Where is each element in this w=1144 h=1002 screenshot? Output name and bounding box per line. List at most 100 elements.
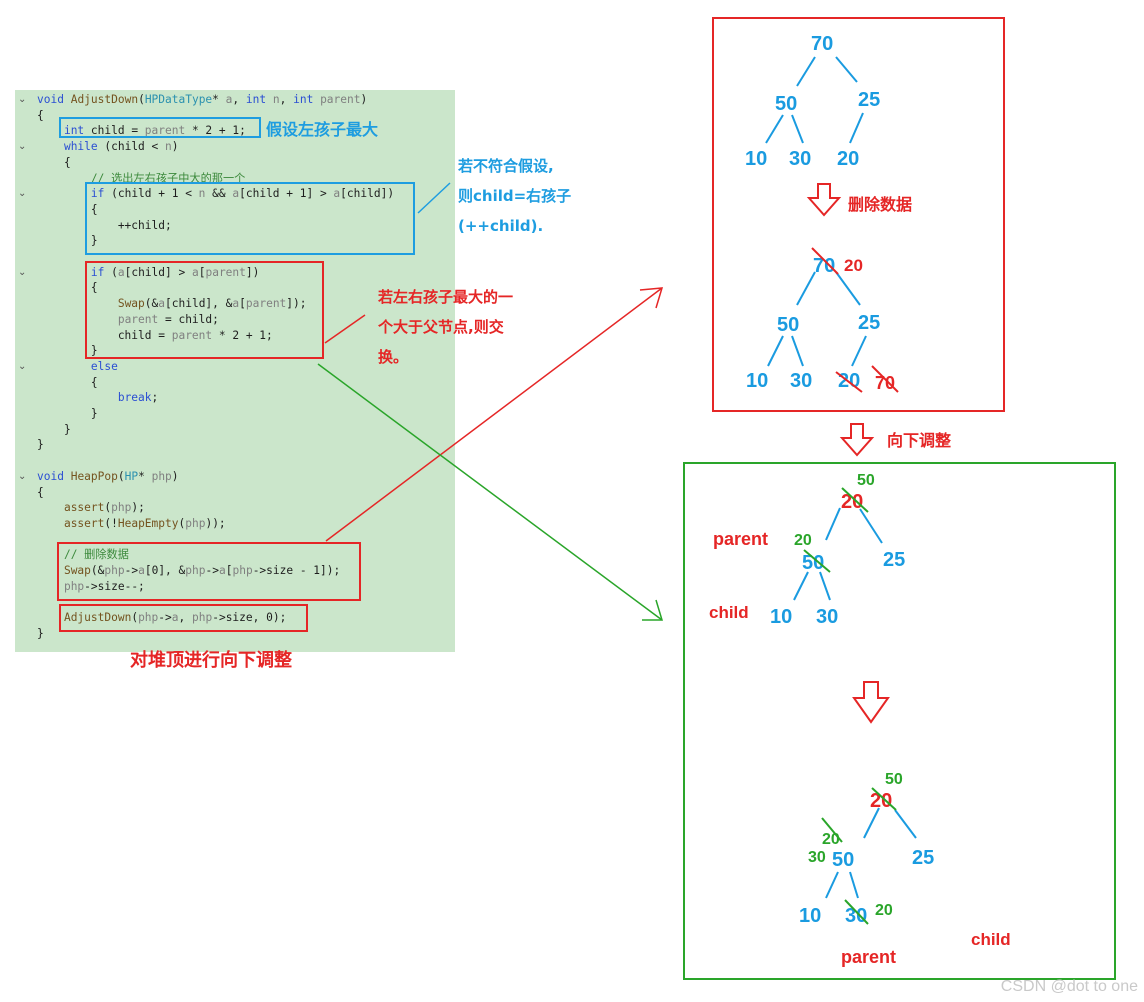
note-swap: 若左右孩子最大的一 个大于父节点,则交 换。: [378, 288, 514, 366]
highlight-right-child-check: [85, 182, 415, 255]
tree3-left-right: 30: [816, 606, 838, 628]
code-line: AdjustDown(php->a, php->size, 0);: [15, 610, 455, 626]
code-line: }: [15, 422, 455, 438]
tree3-child-label: child: [709, 603, 749, 622]
code-line: {: [15, 375, 455, 391]
tree1-root: 70: [811, 33, 833, 55]
tree2-root: 70: [813, 255, 835, 277]
code-text: php->size--;: [63, 579, 145, 593]
code-line: // 选出左右孩子中大的那一个: [15, 171, 455, 187]
code-text: }: [37, 422, 71, 436]
code-text: if (a[child] > a[parent]): [90, 265, 260, 279]
code-line: ⌄void AdjustDown(HPDataType* a, int n, i…: [15, 92, 455, 108]
code-text: AdjustDown(php->a, php->size, 0);: [63, 611, 287, 625]
tree4-left-new1: 20: [822, 831, 840, 848]
tree4-left: 50: [832, 849, 854, 871]
arrow-to-tree2-head: [639, 287, 664, 309]
code-text: {: [37, 155, 71, 169]
code-line: ⌄ void HeapPop(HP* php): [15, 469, 455, 485]
note-heap-top: 对堆顶进行向下调整: [130, 650, 292, 671]
fold-chevron-icon[interactable]: ⌄: [18, 94, 27, 105]
code-line: assert(!HeapEmpty(php));: [15, 516, 455, 532]
highlight-swap-block: [85, 261, 324, 359]
arrow-to-tree3-head: [642, 599, 664, 621]
tree1-right: 25: [858, 89, 880, 111]
code-line: // 删除数据: [15, 547, 455, 563]
tree3-root: 20: [841, 491, 863, 513]
code-text: int child = parent * 2 + 1;: [63, 124, 246, 138]
highlight-adjustdown-call: [59, 604, 308, 632]
tree3-root-new: 50: [857, 472, 875, 489]
tree4-left-left: 10: [799, 905, 821, 927]
tree3-edges: [793, 507, 883, 601]
code-line: child = parent * 2 + 1;: [15, 328, 455, 344]
code-line: ⌄ if (child + 1 < n && a[child + 1] > a[…: [15, 186, 455, 202]
code-line: parent = child;: [15, 312, 455, 328]
code-line: }: [15, 233, 455, 249]
connector-red: [324, 314, 366, 344]
code-line: }: [15, 406, 455, 422]
code-text: while (child < n): [63, 140, 179, 154]
code-text: }: [37, 626, 44, 640]
tree2-right: 25: [858, 312, 880, 334]
tree1-left: 50: [775, 93, 797, 115]
tree4-root-new: 50: [885, 771, 903, 788]
code-text: }: [37, 407, 98, 420]
note-adjust-down: 向下调整: [887, 431, 952, 450]
code-text: // 选出左右孩子中大的那一个: [90, 171, 246, 185]
highlight-child-init: [59, 117, 261, 138]
code-line: break;: [15, 390, 455, 406]
fold-chevron-icon[interactable]: ⌄: [18, 360, 27, 372]
code-line: }: [15, 437, 455, 453]
tree3-parent-label: parent: [713, 529, 768, 549]
code-text: // 删除数据: [63, 548, 129, 562]
fold-chevron-icon[interactable]: ⌄: [18, 188, 27, 200]
code-line: {: [15, 155, 455, 171]
code-text: assert(!HeapEmpty(php));: [63, 516, 226, 530]
code-line: }: [15, 343, 455, 359]
fold-chevron-icon[interactable]: ⌄: [18, 266, 27, 278]
code-text: {: [37, 485, 44, 499]
code-line: ++child;: [15, 218, 455, 234]
tree4-left-new2: 30: [808, 849, 826, 866]
arrow-to-tree3-line: [317, 363, 663, 621]
tree1-left-right: 30: [789, 148, 811, 170]
tree3-left: 50: [802, 552, 824, 574]
tree2-left: 50: [777, 314, 799, 336]
code-line: {: [15, 108, 455, 124]
fold-chevron-icon[interactable]: ⌄: [18, 141, 27, 153]
code-line: Swap(&php->a[0], &php->a[php->size - 1])…: [15, 563, 455, 579]
delete-frame: [712, 17, 1005, 412]
tree1-left-left: 10: [745, 148, 767, 170]
code-line: assert(php);: [15, 500, 455, 516]
highlight-delete-swap: [57, 542, 361, 601]
code-text: Swap(&a[child], &a[parent]);: [117, 297, 307, 311]
code-text: Swap(&php->a[0], &php->a[php->size - 1])…: [63, 564, 341, 577]
code-text: }: [37, 438, 44, 452]
connector-blue: [417, 182, 451, 214]
tree4-child-label: child: [971, 930, 1011, 949]
code-text: {: [37, 375, 98, 389]
code-line: Swap(&a[child], &a[parent]);: [15, 296, 455, 312]
tree4-strikes: [821, 787, 897, 925]
code-line: ⌄ if (a[child] > a[parent]): [15, 265, 455, 281]
arrow-to-tree2-line: [325, 287, 663, 542]
code-line: {: [15, 202, 455, 218]
code-text: {: [37, 281, 98, 295]
tree2-left-right: 30: [790, 370, 812, 392]
tree2-left-left: 10: [746, 370, 768, 392]
note-assume-left: 假设左孩子最大: [266, 120, 379, 139]
tree1-edges: [765, 56, 864, 144]
tree4-right: 25: [912, 847, 934, 869]
note-if-not: 若不符合假设, 则child=右孩子 (++child).: [458, 157, 572, 235]
code-text: ++child;: [37, 218, 172, 232]
code-line: ⌄ while (child < n): [15, 139, 455, 155]
fold-chevron-icon[interactable]: ⌄: [18, 470, 27, 482]
down-arrow-delete: [806, 183, 842, 217]
tree3-right: 25: [883, 549, 905, 571]
code-text: void HeapPop(HP* php): [37, 469, 179, 483]
tree4-parent-label: parent: [841, 947, 896, 967]
code-text: if (child + 1 < n && a[child + 1] > a[ch…: [90, 187, 395, 201]
tree2-root-new: 20: [844, 256, 863, 275]
